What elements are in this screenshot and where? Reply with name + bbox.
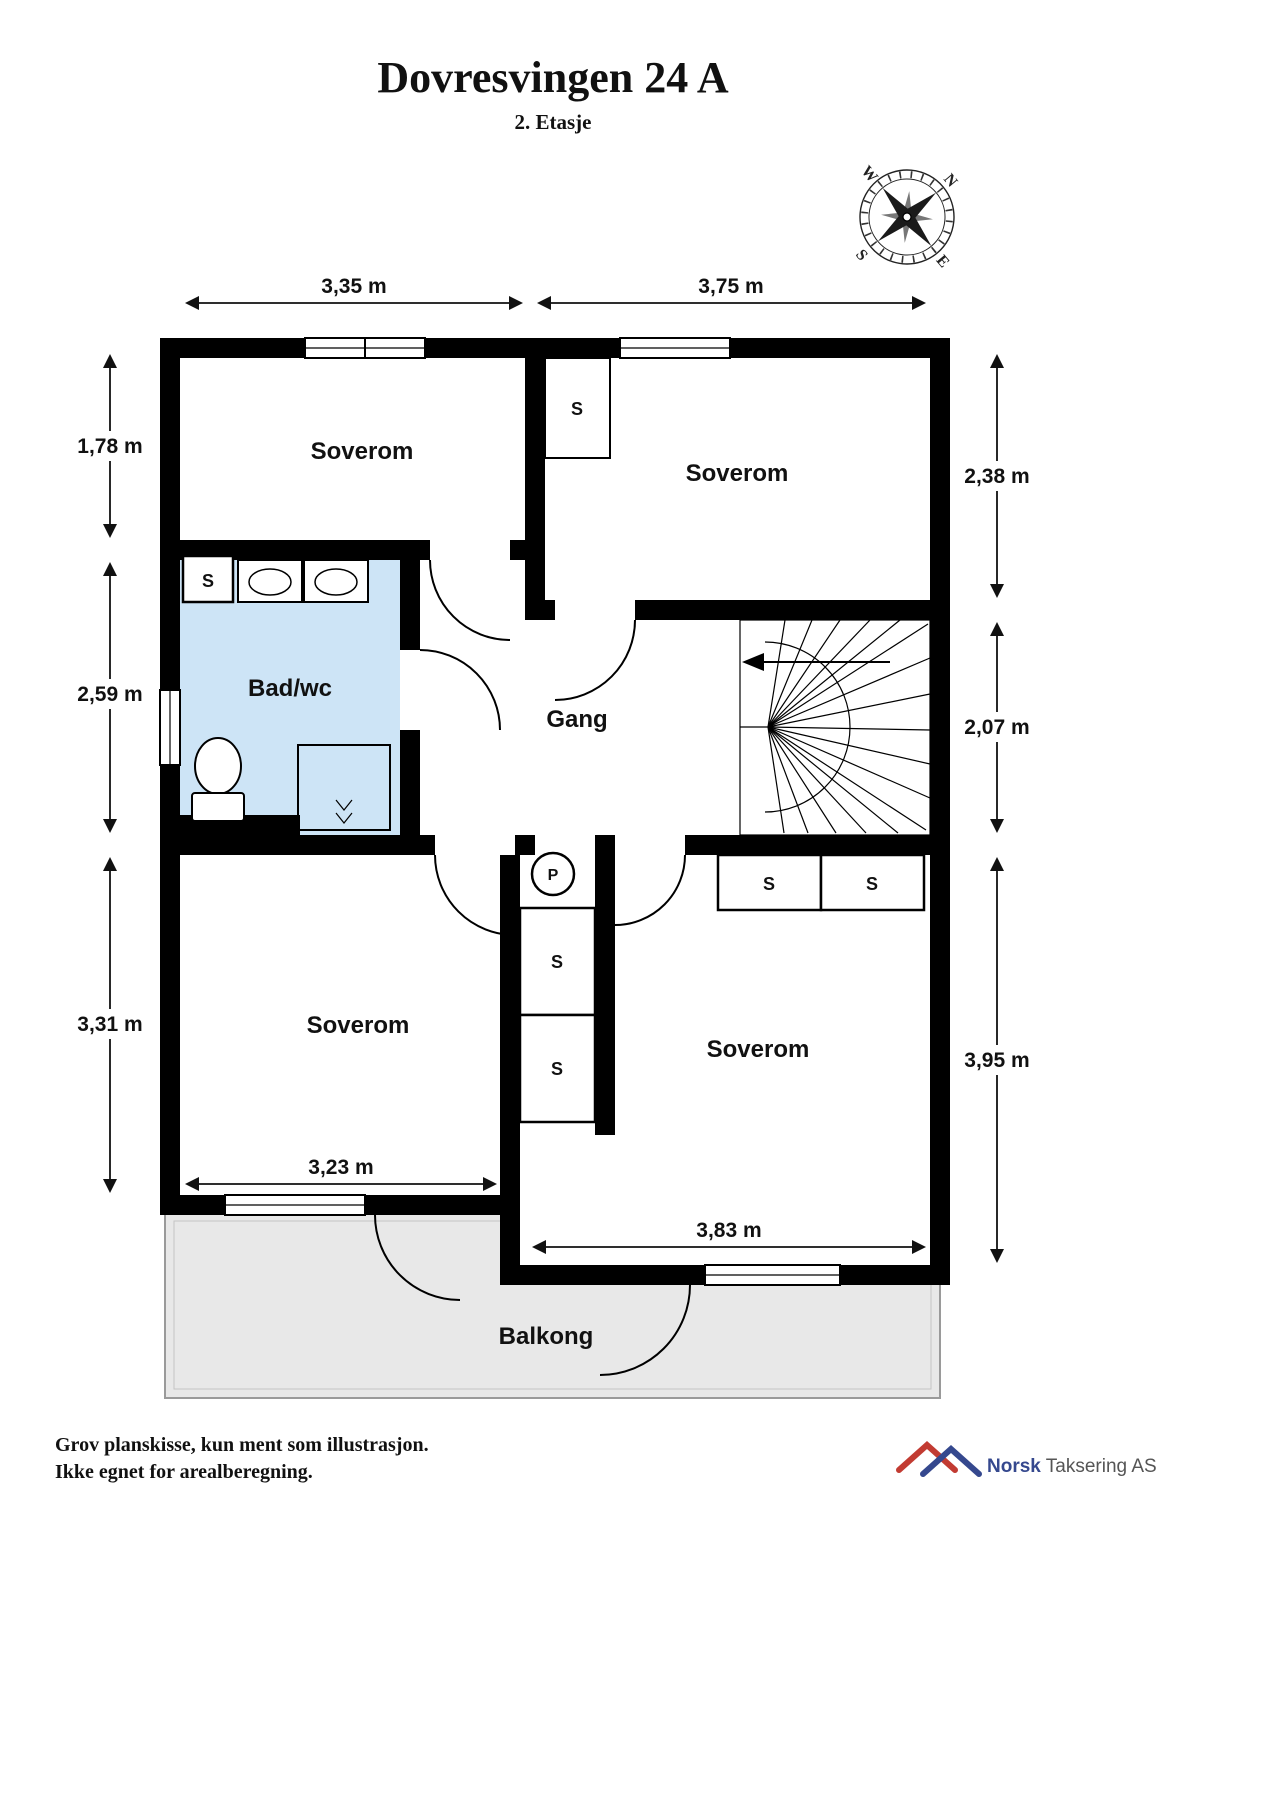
sink-right	[303, 559, 369, 603]
closet-label: S	[551, 952, 563, 972]
dimension-right-top: 2,38 m	[960, 354, 1034, 598]
bathroom-fixtures: S	[181, 554, 391, 831]
closet-column-bottom	[518, 1013, 597, 1124]
door-arc-bedroom-bottom-right	[614, 854, 686, 926]
closet-label: S	[551, 1059, 563, 1079]
door-arcs	[374, 559, 691, 1376]
svg-text:3,31 m: 3,31 m	[77, 1013, 142, 1036]
toilet	[191, 737, 245, 822]
stairs-direction-arrow	[742, 653, 890, 671]
closet-bedroom-br-right	[819, 853, 926, 912]
svg-text:3,75 m: 3,75 m	[698, 275, 763, 298]
logo-suffix: Taksering AS	[1041, 1456, 1157, 1477]
shower	[297, 744, 391, 831]
room-label-bathroom: Bad/wc	[248, 675, 332, 702]
logo-roof-blue	[920, 1444, 982, 1477]
svg-text:3,95 m: 3,95 m	[964, 1049, 1029, 1072]
logo-brand: Norsk	[987, 1456, 1041, 1477]
dimension-right-middle: 2,07 m	[960, 622, 1034, 833]
door-arc-bedroom-top-right	[554, 619, 636, 701]
svg-text:1,78 m: 1,78 m	[77, 435, 142, 458]
dimensions: 3,35 m 3,75 m 1,78 m 2,59 m	[73, 275, 1034, 1263]
closet-top-middle	[544, 357, 611, 459]
disclaimer-line-2: Ikke egnet for arealberegning.	[55, 1461, 313, 1483]
door-arc-balcony-right	[599, 1284, 691, 1376]
door-arc-bedroom-top-left	[429, 559, 511, 641]
compass-rose: N E S W	[852, 163, 961, 271]
room-label-balcony: Balkong	[499, 1323, 594, 1350]
p-marker-label: P	[548, 867, 559, 884]
svg-text:3,83 m: 3,83 m	[696, 1219, 761, 1242]
dimension-top-right: 3,75 m	[537, 275, 926, 310]
room-label-bedroom-top-right: Soverom	[686, 460, 789, 487]
room-labels: Soverom Soverom Bad/wc Gang Soverom Sove…	[248, 438, 809, 1350]
window-bottom-right	[704, 1264, 841, 1286]
closet-label: S	[763, 874, 775, 894]
compass-letter-w: W	[858, 163, 881, 186]
logo-text: Norsk Taksering AS	[987, 1456, 1157, 1477]
sink-left	[237, 559, 303, 603]
room-label-hallway: Gang	[546, 706, 607, 733]
svg-text:2,59 m: 2,59 m	[77, 683, 142, 706]
window-left-bathroom	[159, 689, 181, 766]
svg-text:3,35 m: 3,35 m	[321, 275, 386, 298]
closet-label: S	[571, 399, 583, 419]
door-arc-bathroom	[419, 649, 501, 731]
closets: S P S S S S	[518, 357, 926, 1124]
closet-label: S	[866, 874, 878, 894]
footer-disclaimer: Grov planskisse, kun ment som illustrasj…	[55, 1434, 429, 1483]
door-arc-bedroom-bottom-left	[434, 854, 516, 936]
staircase	[739, 619, 931, 836]
window-bottom-left	[224, 1194, 366, 1216]
disclaimer-line-1: Grov planskisse, kun ment som illustrasj…	[55, 1434, 429, 1456]
room-label-bedroom-bottom-left: Soverom	[307, 1012, 410, 1039]
page-subtitle: 2. Etasje	[515, 110, 592, 134]
company-logo: Norsk Taksering AS	[896, 1440, 1157, 1477]
svg-text:2,07 m: 2,07 m	[964, 716, 1029, 739]
dimension-left-bottom: 3,31 m	[73, 857, 147, 1193]
closet-label: S	[202, 571, 214, 591]
logo-roof-red	[896, 1440, 958, 1473]
page-title: Dovresvingen 24 A	[377, 53, 728, 102]
dimension-bottom-right: 3,83 m	[532, 1219, 926, 1254]
dimension-left-middle: 2,59 m	[73, 562, 147, 833]
closet-bedroom-br-left	[716, 853, 823, 912]
room-label-bedroom-bottom-right: Soverom	[707, 1036, 810, 1063]
bathroom-closet	[181, 554, 235, 604]
dimension-top-left: 3,35 m	[185, 275, 523, 310]
windows	[159, 337, 841, 1286]
dimension-right-bottom: 3,95 m	[960, 857, 1034, 1263]
compass-letter-s: S	[852, 246, 871, 264]
svg-text:3,23 m: 3,23 m	[308, 1156, 373, 1179]
window-top-left	[304, 337, 426, 359]
p-marker-circle	[530, 851, 576, 897]
floor-right	[500, 338, 950, 1285]
dimension-bottom-left: 3,23 m	[185, 1156, 497, 1191]
window-top-right	[619, 337, 731, 359]
svg-text:2,38 m: 2,38 m	[964, 465, 1029, 488]
door-arc-balcony-left	[374, 1214, 461, 1301]
room-label-bedroom-top-left: Soverom	[311, 438, 414, 465]
dimension-left-top: 1,78 m	[73, 354, 147, 538]
